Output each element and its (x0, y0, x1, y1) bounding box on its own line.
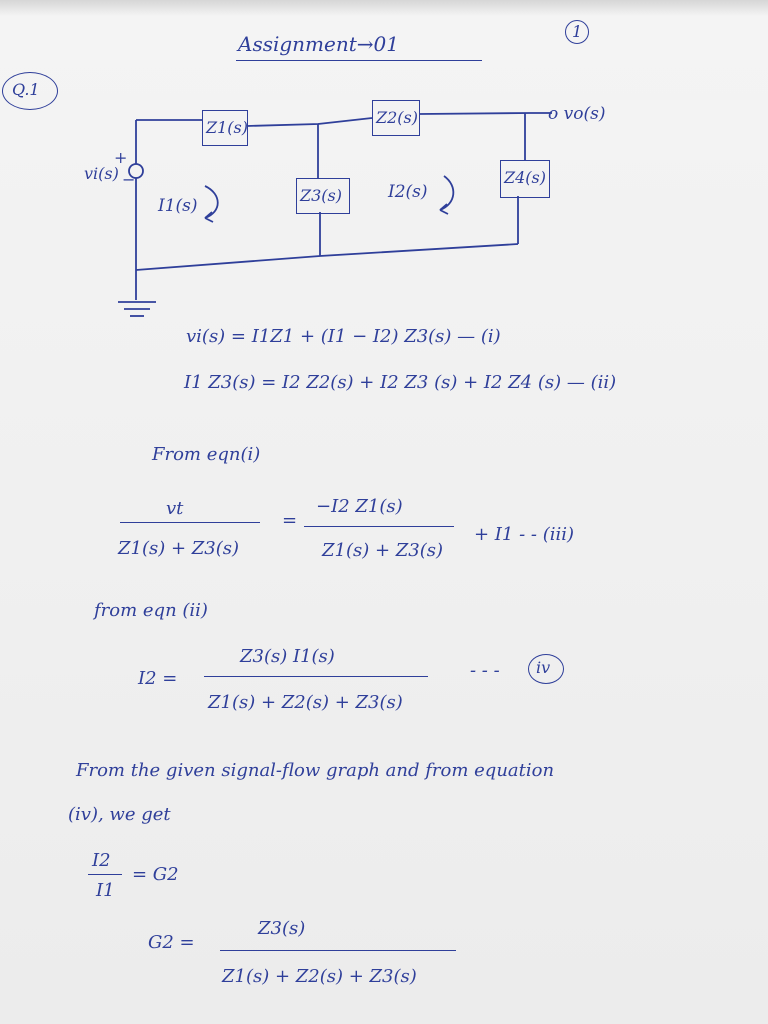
z2-label: Z2(s) (376, 108, 418, 127)
eq4-denominator: Z1(s) + Z2(s) + Z3(s) (208, 692, 403, 713)
text-line-1: From the given signal-flow graph and fro… (76, 760, 555, 781)
assignment-title: Assignment→01 (238, 32, 399, 56)
from-eqn-i: From eqn(i) (152, 444, 261, 465)
ratio-fraction-bar (88, 874, 122, 875)
source-minus: − (122, 170, 136, 189)
loop2-label: I2(s) (388, 182, 428, 202)
z4-box (500, 160, 550, 198)
ratio-rhs: = G2 (132, 864, 179, 885)
source-plus: + (114, 148, 128, 167)
eq3-numerator-left: vt (166, 498, 184, 519)
page-number-circle (565, 20, 589, 44)
text-line-2: (iv), we get (68, 804, 171, 825)
z4-label: Z4(s) (504, 168, 546, 187)
equation-2: I1 Z3(s) = I2 Z2(s) + I2 Z3 (s) + I2 Z4 … (184, 372, 617, 393)
z1-label: Z1(s) (206, 118, 248, 137)
eq3-tail: + I1 - - (iii) (474, 524, 575, 545)
g2-denominator: Z1(s) + Z2(s) + Z3(s) (222, 966, 417, 987)
ratio-denominator: I1 (96, 880, 115, 901)
ratio-numerator: I2 (92, 850, 111, 871)
z3-label: Z3(s) (300, 186, 342, 205)
z3-box (296, 178, 350, 214)
title-underline (236, 60, 482, 61)
page-number: 1 (572, 22, 583, 41)
g2-numerator: Z3(s) (258, 918, 306, 939)
eq3-denominator-right: Z1(s) + Z3(s) (322, 540, 444, 561)
eq3-equals: = (282, 510, 298, 531)
eq4-label-circle (528, 654, 564, 684)
eq3-fraction-bar-right (304, 526, 454, 527)
eq3-numerator-right: −I2 Z1(s) (316, 496, 403, 517)
from-eqn-ii: from eqn (ii) (94, 600, 208, 621)
eq3-fraction-bar-left (120, 522, 260, 523)
eq4-lhs: I2 = (138, 668, 178, 689)
question-label: Q.1 (12, 80, 40, 99)
g2-lhs: G2 = (148, 932, 195, 953)
z2-box (372, 100, 420, 136)
loop1-label: I1(s) (158, 196, 198, 216)
question-circle (2, 72, 58, 110)
output-label: o vo(s) (548, 104, 606, 124)
g2-fraction-bar (220, 950, 456, 951)
page-edge-shadow (0, 0, 768, 16)
eq3-denominator-left: Z1(s) + Z3(s) (118, 538, 240, 559)
eq4-numerator: Z3(s) I1(s) (240, 646, 335, 667)
source-label: vi(s) (84, 164, 119, 183)
eq4-label: iv (536, 658, 551, 677)
eq4-dashes: - - - (470, 660, 500, 681)
equation-1: vi(s) = I1Z1 + (I1 − I2) Z3(s) — (i) (186, 326, 501, 347)
eq4-fraction-bar (204, 676, 428, 677)
z1-box (202, 110, 248, 146)
